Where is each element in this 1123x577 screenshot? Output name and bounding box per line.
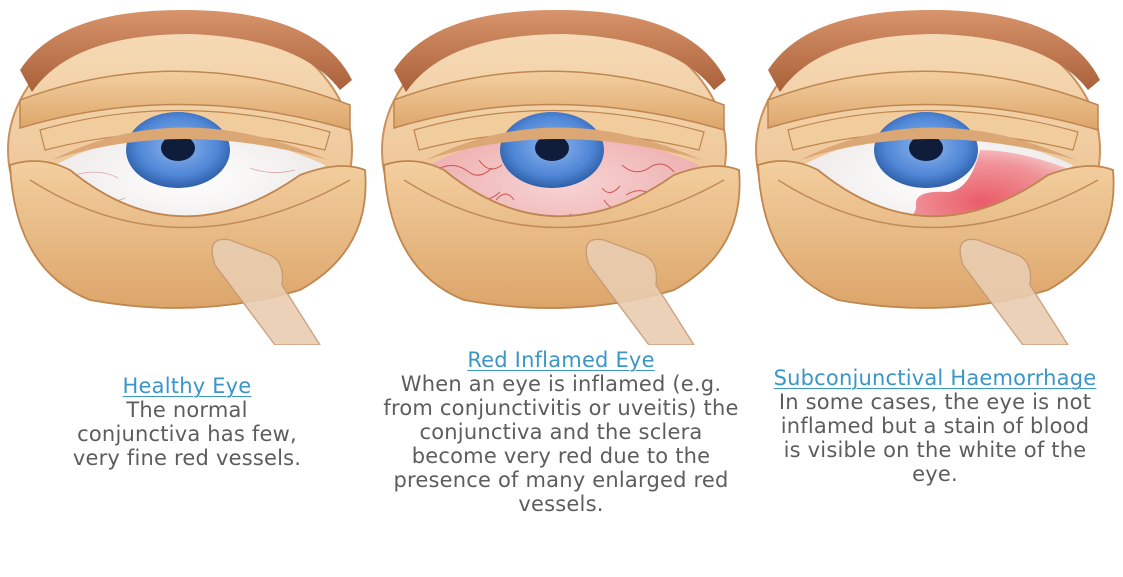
red-inflamed-eye-title-link[interactable]: Red Inflamed Eye	[378, 348, 744, 372]
panel-subconjunctival-haemorrhage: Subconjunctival Haemorrhage In some case…	[748, 0, 1122, 577]
healthy-eye-description: The normal conjunctiva has few, very fin…	[70, 398, 304, 470]
panel-red-inflamed-eye: Red Inflamed Eye When an eye is inflamed…	[374, 0, 748, 577]
haemorrhage-caption: Subconjunctival Haemorrhage In some case…	[748, 366, 1122, 486]
healthy-eye-illustration	[0, 0, 374, 345]
red-inflamed-eye-caption: Red Inflamed Eye When an eye is inflamed…	[374, 348, 748, 516]
haemorrhage-description: In some cases, the eye is not inflamed b…	[770, 390, 1100, 486]
red-inflamed-eye-description: When an eye is inflamed (e.g. from conju…	[378, 372, 744, 516]
panel-healthy-eye: Healthy Eye The normal conjunctiva has f…	[0, 0, 374, 577]
healthy-eye-caption: Healthy Eye The normal conjunctiva has f…	[0, 374, 374, 470]
inflamed-eye-illustration	[374, 0, 748, 345]
haemorrhage-title-link[interactable]: Subconjunctival Haemorrhage	[770, 366, 1100, 390]
healthy-eye-title-link[interactable]: Healthy Eye	[70, 374, 304, 398]
haemorrhage-eye-illustration	[748, 0, 1122, 345]
